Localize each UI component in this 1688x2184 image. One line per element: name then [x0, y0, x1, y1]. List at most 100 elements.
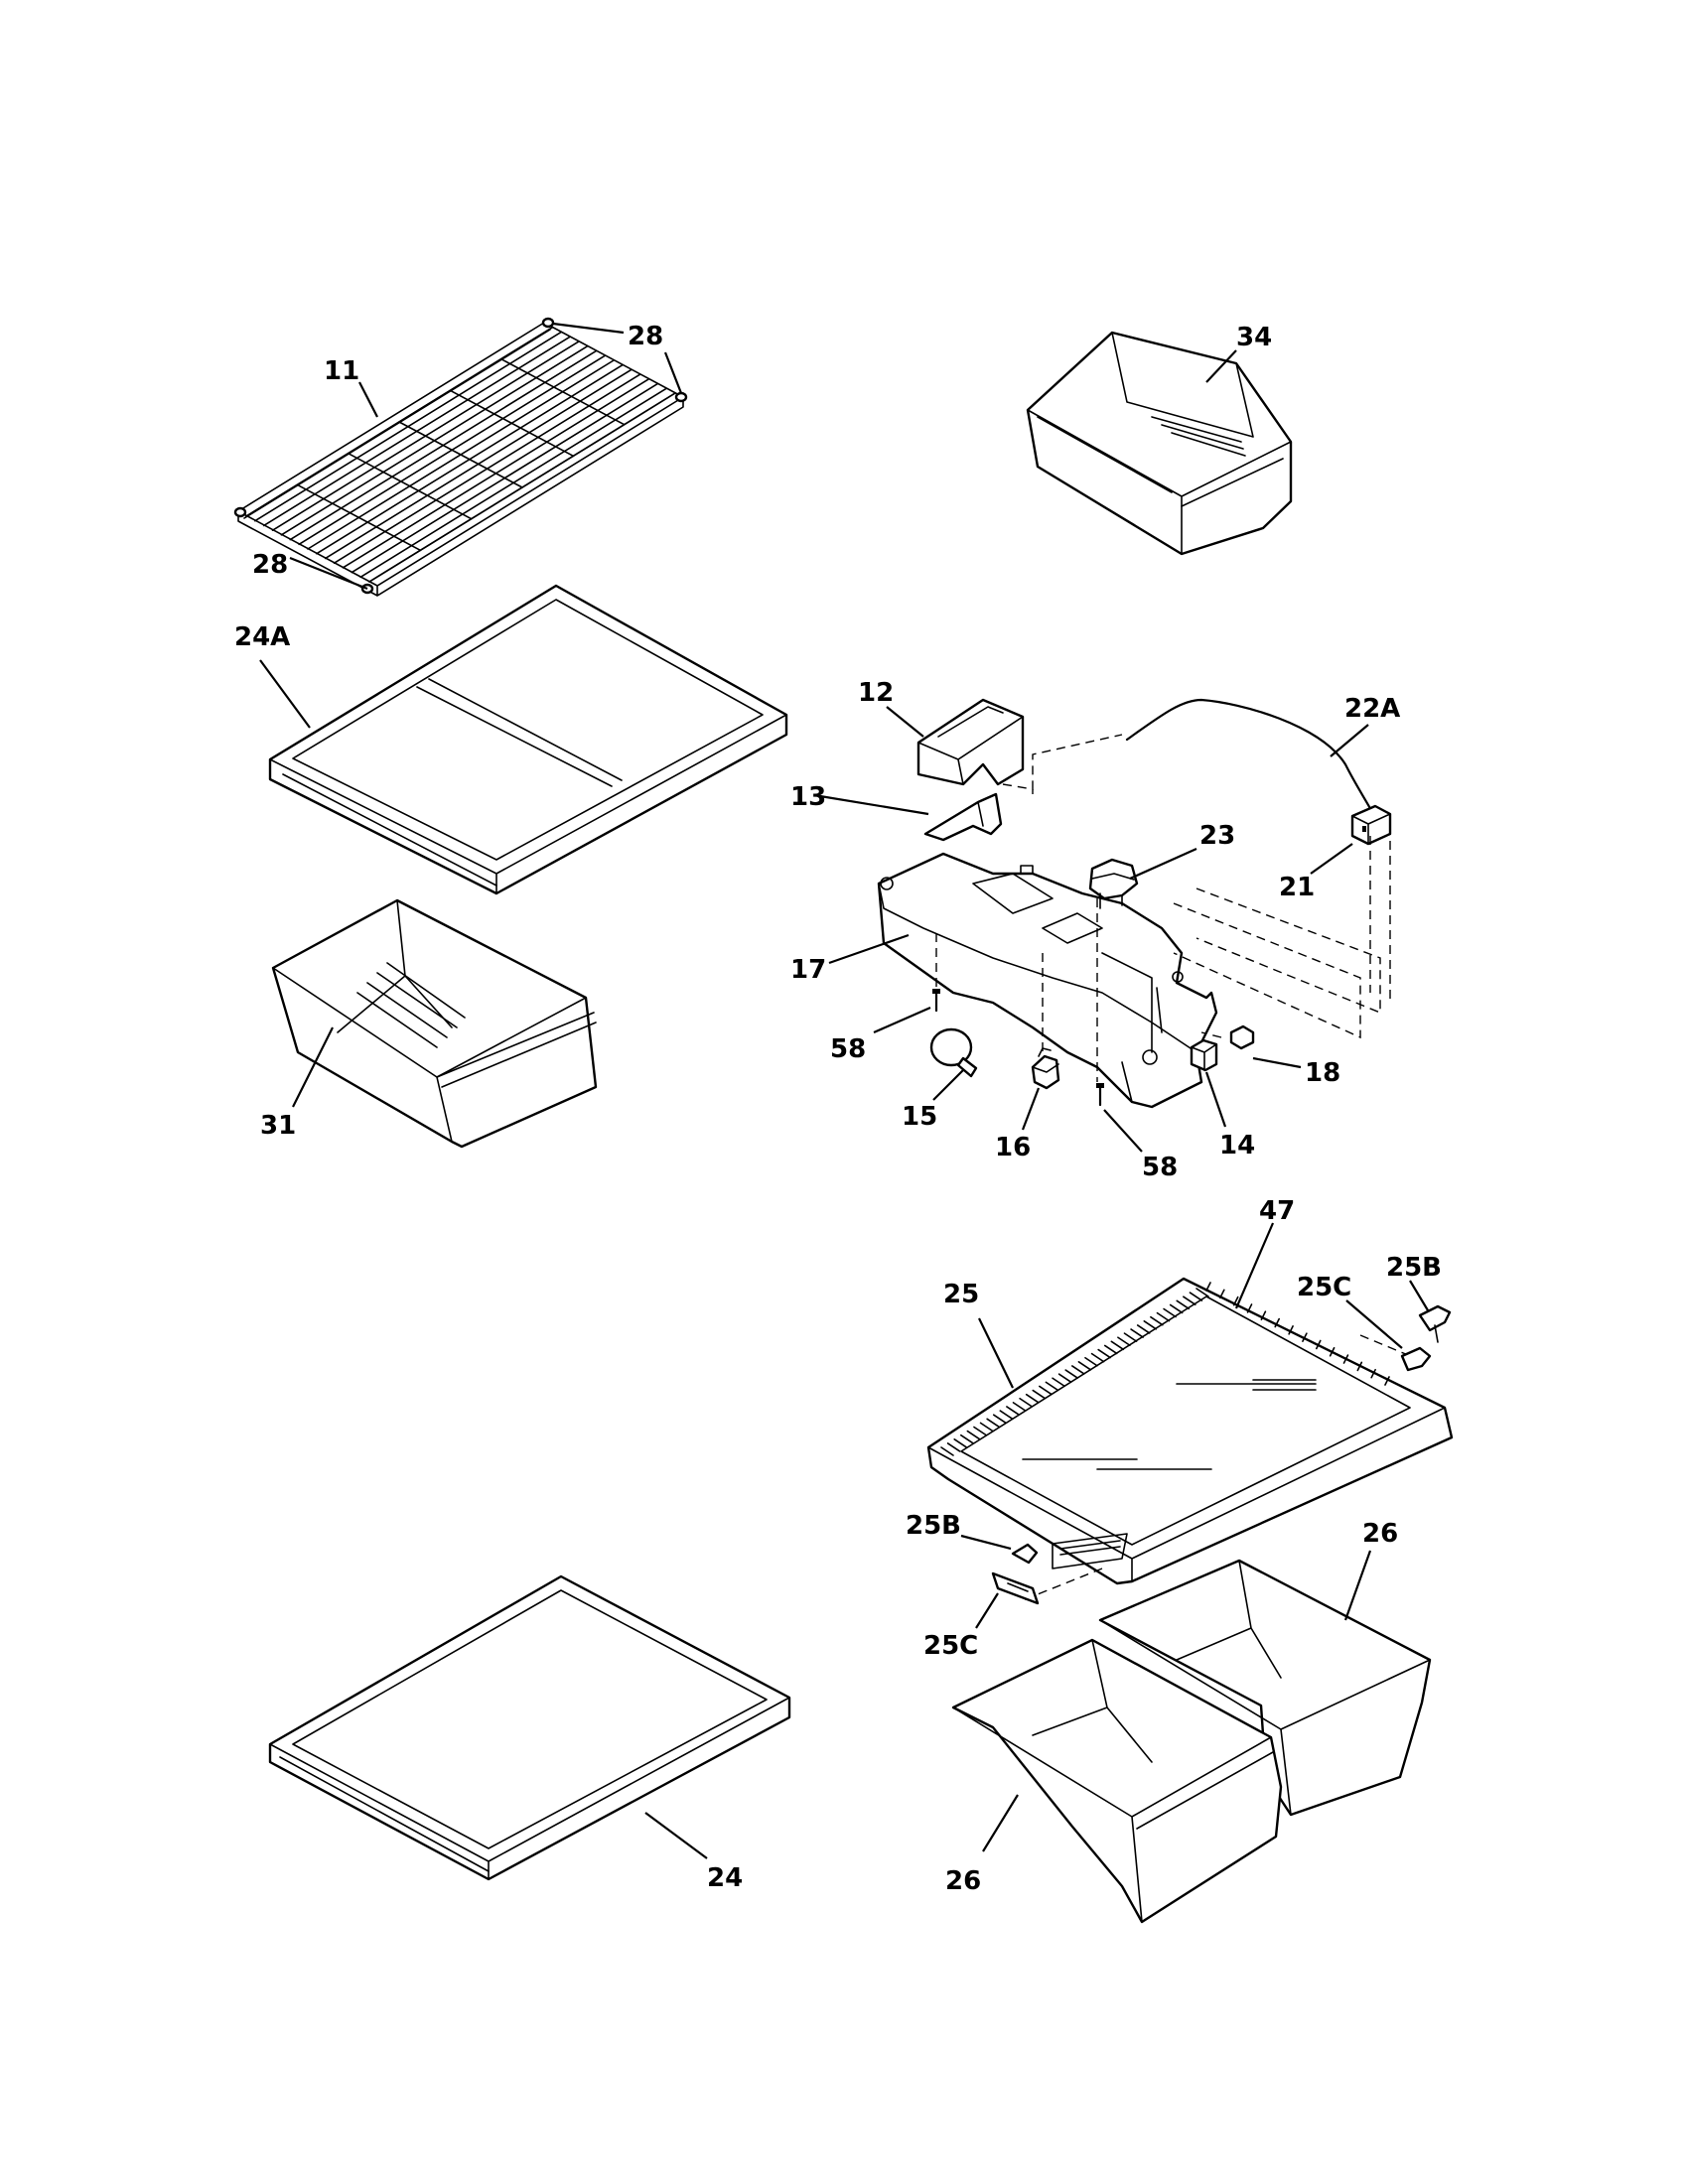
wire-rail [296, 483, 422, 552]
switch-part [1190, 1038, 1218, 1072]
vent-slot [1169, 1303, 1184, 1314]
vent-slot [1219, 1289, 1225, 1299]
callout-22a: 22A [1344, 694, 1400, 724]
vent-slot [1084, 1356, 1098, 1367]
vent-slot [940, 1446, 954, 1456]
vent-slot [1136, 1324, 1151, 1334]
light-shield-part [916, 698, 1025, 786]
callout-26: 26 [1362, 1519, 1398, 1549]
callout-14: 14 [1219, 1131, 1255, 1160]
callout-47: 47 [1259, 1196, 1295, 1226]
vent-slot [1302, 1332, 1308, 1342]
glass-shelf-part [268, 1574, 791, 1881]
callout-11: 11 [324, 356, 359, 386]
vent-slot [1090, 1352, 1105, 1363]
vent-slot [946, 1442, 961, 1452]
leader-lines [259, 322, 1429, 1859]
vent-slot [1315, 1339, 1322, 1350]
vent-slot [1196, 1288, 1209, 1297]
callout-12: 12 [858, 678, 894, 708]
vent-slot [973, 1426, 987, 1436]
callout-16: 16 [995, 1133, 1031, 1162]
vent-slot [999, 1410, 1014, 1420]
vent-slot [1110, 1340, 1125, 1351]
wire-rail [398, 421, 523, 488]
vent-slot [1232, 1296, 1239, 1306]
vent-slot [1205, 1282, 1211, 1292]
small-bin-part [1026, 331, 1293, 556]
callout-23: 23 [1199, 821, 1235, 851]
callout-24a: 24A [234, 622, 290, 652]
vent-slot [1183, 1296, 1196, 1306]
callout-17: 17 [790, 955, 826, 985]
vent-slot [1032, 1389, 1047, 1400]
vent-slot [1150, 1315, 1164, 1326]
crisper-pan-part [951, 1559, 1432, 1924]
vent-slot [953, 1437, 967, 1448]
vent-slot [959, 1433, 974, 1444]
vent-slot [1064, 1369, 1079, 1379]
vent-slot [1052, 1377, 1065, 1388]
callout-25c: 25C [1297, 1273, 1351, 1302]
connector-part [1350, 804, 1392, 846]
vent-slot [1163, 1307, 1177, 1318]
callout-34: 34 [1236, 323, 1272, 352]
wire-rail [499, 357, 626, 426]
vent-slot [1012, 1402, 1027, 1412]
callout-13: 13 [790, 782, 826, 812]
vent-slot [986, 1418, 1000, 1429]
vent-slot [1189, 1292, 1203, 1301]
callout-25b: 25B [1386, 1253, 1442, 1283]
vent-slot [1045, 1381, 1059, 1392]
end-cap-part [233, 317, 688, 595]
control-part [1088, 858, 1139, 909]
socket-part [1031, 1047, 1060, 1090]
screw-part [932, 989, 1104, 1107]
callout-21: 21 [1279, 873, 1315, 902]
vent-slot [1356, 1361, 1363, 1372]
vent-slot [1057, 1373, 1072, 1383]
vent-slot [1260, 1310, 1267, 1321]
callout-58: 58 [830, 1034, 866, 1064]
crisper-drawer-part [271, 898, 598, 1149]
vent-slot [992, 1414, 1007, 1424]
callout-31: 31 [260, 1111, 296, 1141]
wire-rail [347, 452, 473, 520]
vent-slot [1288, 1325, 1294, 1335]
callout-labels: 11 28 28 34 24A 12 22A 13 23 21 17 58 18… [234, 322, 1442, 1896]
vent-slot [1130, 1328, 1144, 1338]
vent-slot [1143, 1320, 1158, 1330]
vent-slot [1019, 1397, 1033, 1408]
vent-slot [1176, 1299, 1191, 1310]
vent-slot [1070, 1365, 1085, 1375]
diffuser-part [923, 792, 1003, 842]
callout-25: 25 [943, 1280, 979, 1309]
callout-24: 24 [707, 1863, 743, 1893]
light-housing-part [877, 852, 1218, 1109]
vent-slot [1097, 1348, 1111, 1359]
vent-slot [1123, 1332, 1138, 1342]
assembly-guide-lines [935, 734, 1391, 1082]
callout-15: 15 [902, 1102, 937, 1132]
vent-slot [1006, 1406, 1020, 1416]
callout-28: 28 [628, 322, 663, 351]
light-bulb-part [929, 1027, 978, 1078]
callout-58: 58 [1142, 1153, 1178, 1182]
vent-slot [1370, 1368, 1376, 1379]
vent-slot [1025, 1393, 1040, 1404]
vent-slot [1274, 1317, 1281, 1328]
vent-slot [1246, 1303, 1253, 1313]
wire-harness-part [1125, 698, 1374, 814]
wire-shelf-part [237, 322, 684, 597]
vent-slot [1077, 1361, 1092, 1371]
vent-slot [1117, 1336, 1131, 1347]
vent-slot [966, 1430, 981, 1440]
callout-25b: 25B [906, 1511, 961, 1541]
callout-26: 26 [945, 1866, 981, 1896]
callout-25c: 25C [923, 1631, 978, 1661]
vent-slot [979, 1422, 994, 1433]
vent-slot [1384, 1376, 1390, 1386]
plug-part [1229, 1024, 1255, 1050]
cover-support-part [991, 1304, 1452, 1605]
vent-slot [1039, 1385, 1053, 1396]
